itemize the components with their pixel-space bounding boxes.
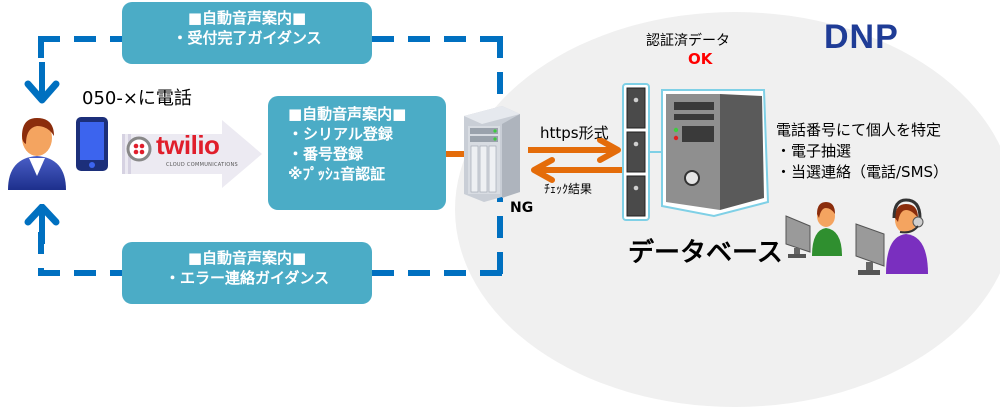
ng-label: NG — [510, 200, 534, 216]
arrow-up-icon — [24, 204, 60, 244]
https-label: https形式 — [540, 124, 609, 142]
twilio-tagline: CLOUD COMMUNICATIONS — [166, 162, 238, 168]
twilio-logo: twilio CLOUD COMMUNICATIONS — [126, 130, 256, 176]
operations-item: ・電子抽選 — [776, 142, 852, 160]
box-title: ■自動音声案内■ — [288, 105, 407, 123]
check-result-label: ﾁｪｯｸ結果 — [544, 182, 593, 196]
operator-at-pc-icon — [785, 202, 842, 258]
dashed-line-bottom-left — [38, 270, 122, 276]
box-item: ・番号登録 — [288, 145, 364, 163]
database-title: データベース — [628, 238, 783, 268]
twilio-wordmark: twilio — [156, 130, 220, 160]
box-title: ■自動音声案内■ — [187, 249, 307, 267]
twilio-mark-icon — [126, 136, 152, 162]
dashed-line-left-bottom — [38, 232, 44, 276]
ok-label: OK — [688, 50, 713, 68]
call-label: 050-×に電話 — [82, 88, 192, 109]
dashed-line-top-left — [38, 36, 122, 42]
box-title: ■自動音声案内■ — [187, 9, 307, 27]
dashed-line-bottom-right — [372, 270, 503, 276]
dashed-line-top-right — [372, 36, 500, 42]
operations-item: ・当選連絡（電話/SMS） — [776, 163, 949, 181]
dashed-line-left-top — [38, 36, 44, 66]
auth-data-label: 認証済データ — [646, 33, 730, 49]
bidirectional-arrows-icon — [528, 138, 624, 183]
operations-heading: 電話番号にて個人を特定 — [776, 121, 942, 139]
caller-person-icon — [8, 118, 66, 190]
arrow-down-icon — [24, 62, 60, 104]
operations-text: 電話番号にて個人を特定 ・電子抽選 ・当選連絡（電話/SMS） — [776, 120, 948, 183]
operator-with-headset-icon — [855, 198, 928, 275]
dnp-logo: DNP — [824, 18, 899, 56]
box-item: ・受付完了ガイダンス — [172, 29, 322, 47]
smartphone-icon — [76, 117, 108, 171]
guidance-box-error: ■自動音声案内■ ・エラー連絡ガイダンス — [122, 242, 372, 304]
box-item: ※ﾌﾟｯｼｭ音認証 — [288, 165, 386, 183]
box-item: ・シリアル登録 — [288, 125, 393, 143]
link-line — [446, 151, 466, 157]
box-item: ・エラー連絡ガイダンス — [164, 269, 330, 287]
guidance-box-completion: ■自動音声案内■ ・受付完了ガイダンス — [122, 2, 372, 64]
guidance-box-registration: ■自動音声案内■ ・シリアル登録 ・番号登録 ※ﾌﾟｯｼｭ音認証 — [268, 96, 446, 210]
web-server-icon — [464, 106, 520, 202]
database-server-icon — [622, 83, 770, 221]
